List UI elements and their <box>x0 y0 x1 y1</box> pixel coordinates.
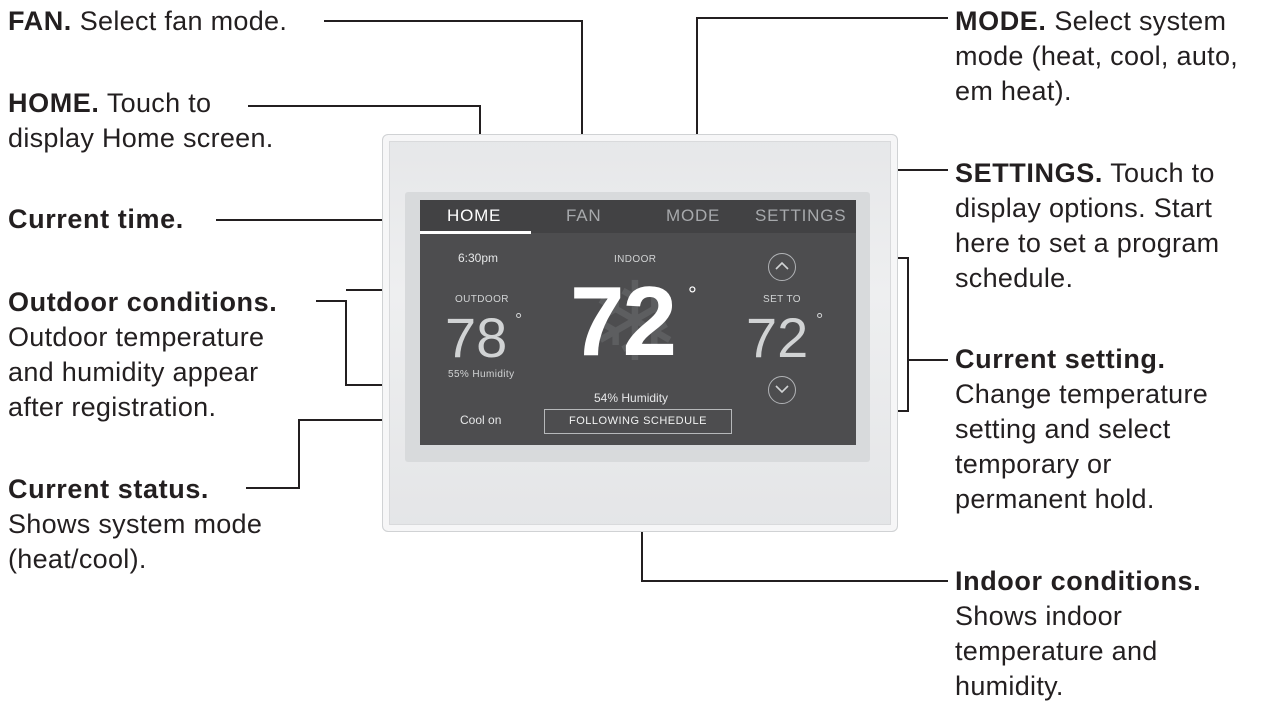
callout-indoor-desc-1: Shows indoor <box>955 601 1123 631</box>
callout-settings-desc-3: here to set a program <box>955 228 1220 258</box>
temp-down-button[interactable] <box>768 376 796 404</box>
set-temp: 72 <box>746 306 809 369</box>
callout-indoor-desc-2: temperature and <box>955 636 1158 666</box>
outdoor-label: OUTDOOR <box>455 294 509 305</box>
callout-mode: MODE. Select system mode (heat, cool, au… <box>955 4 1238 109</box>
set-degree: ° <box>816 310 824 330</box>
callout-current-status: Current status. Shows system mode (heat/… <box>8 472 262 577</box>
callout-settings-desc-1: Touch to <box>1110 158 1215 188</box>
callout-current-setting-desc-2: setting and select <box>955 414 1171 444</box>
following-schedule-button[interactable]: FOLLOWING SCHEDULE <box>544 409 732 434</box>
callout-home-desc-2: display Home screen. <box>8 123 274 153</box>
callout-indoor-desc-3: humidity. <box>955 671 1064 701</box>
chevron-down-icon <box>775 385 789 394</box>
callout-current-status-title: Current status. <box>8 474 210 504</box>
callout-mode-title: MODE. <box>955 6 1047 36</box>
callout-current-status-desc-2: (heat/cool). <box>8 544 147 574</box>
active-tab-indicator <box>420 231 531 234</box>
callout-current-setting-desc-3: temporary or <box>955 449 1112 479</box>
thermostat-screen: HOME FAN MODE SETTINGS ❄ 6:30pm INDOOR O… <box>420 200 856 445</box>
callout-fan: FAN. Select fan mode. <box>8 4 287 39</box>
callout-settings: SETTINGS. Touch to display options. Star… <box>955 156 1219 296</box>
indoor-temp: 72 <box>570 266 677 376</box>
indoor-label: INDOOR <box>614 254 657 265</box>
callout-current-setting-desc-1: Change temperature <box>955 379 1209 409</box>
callout-settings-desc-2: display options. Start <box>955 193 1213 223</box>
tab-home[interactable]: HOME <box>447 206 502 225</box>
current-time: 6:30pm <box>458 251 499 265</box>
tab-fan[interactable]: FAN <box>566 206 602 225</box>
indoor-humidity: 54% Humidity <box>594 391 669 405</box>
callout-current-time: Current time. <box>8 202 184 237</box>
status-text: Cool on <box>460 413 502 427</box>
callout-settings-desc-4: schedule. <box>955 263 1074 293</box>
callout-current-status-desc-1: Shows system mode <box>8 509 263 539</box>
outdoor-degree: ° <box>515 310 523 330</box>
callout-current-time-title: Current time. <box>8 204 184 234</box>
callout-mode-desc-3: em heat). <box>955 76 1072 106</box>
callout-outdoor-desc-3: after registration. <box>8 392 217 422</box>
callout-current-setting-title: Current setting. <box>955 344 1166 374</box>
callout-home-title: HOME. <box>8 88 100 118</box>
callout-outdoor-title: Outdoor conditions. <box>8 287 278 317</box>
temp-up-button[interactable] <box>768 253 796 281</box>
tab-bar: HOME FAN MODE SETTINGS <box>420 200 856 234</box>
callout-mode-desc-2: mode (heat, cool, auto, <box>955 41 1239 71</box>
indoor-degree: ° <box>688 282 697 307</box>
callout-outdoor-desc-2: and humidity appear <box>8 357 259 387</box>
callout-fan-title: FAN. <box>8 6 72 36</box>
callout-outdoor-desc-1: Outdoor temperature <box>8 322 265 352</box>
callout-mode-desc-1: Select system <box>1054 6 1227 36</box>
callout-fan-desc: Select fan mode. <box>79 6 288 36</box>
chevron-up-icon <box>775 261 789 270</box>
set-to-label: SET TO <box>763 294 801 305</box>
snowflake-icon: ❄ <box>588 261 682 384</box>
tab-settings[interactable]: SETTINGS <box>755 206 847 225</box>
callout-home-desc-1: Touch to <box>106 88 212 118</box>
callout-outdoor: Outdoor conditions. Outdoor temperature … <box>8 285 277 425</box>
callout-settings-title: SETTINGS. <box>955 158 1103 188</box>
callout-home: HOME. Touch to display Home screen. <box>8 86 274 156</box>
callout-indoor: Indoor conditions. Shows indoor temperat… <box>955 564 1201 704</box>
callout-current-setting-desc-4: permanent hold. <box>955 484 1155 514</box>
callout-current-setting: Current setting. Change temperature sett… <box>955 342 1208 517</box>
tab-mode[interactable]: MODE <box>666 206 721 225</box>
outdoor-temp: 78 <box>445 306 508 369</box>
outdoor-humidity: 55% Humidity <box>448 369 515 380</box>
callout-indoor-title: Indoor conditions. <box>955 566 1202 596</box>
